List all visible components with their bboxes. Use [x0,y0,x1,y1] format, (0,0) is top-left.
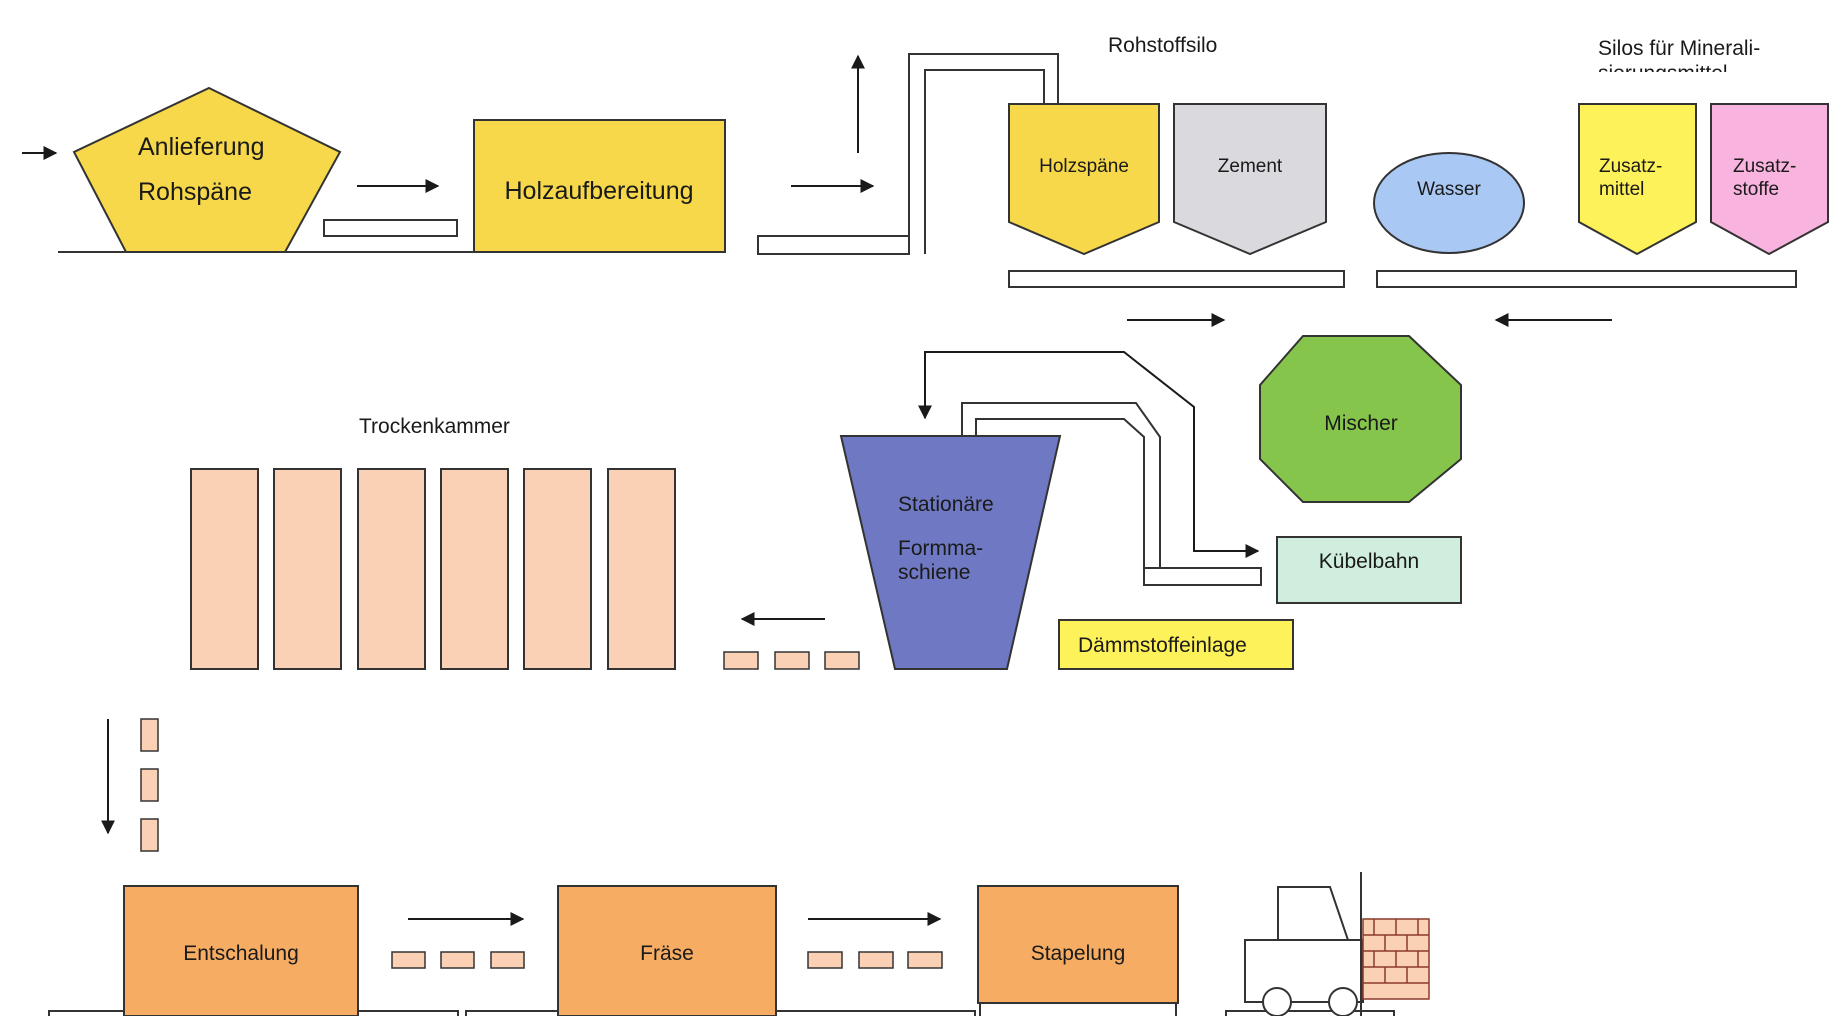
mould-label-line2: Formma- [898,537,983,560]
silo-wood-chips: Holzspäne [1008,103,1160,256]
silo-cement-label: Zement [1218,156,1283,177]
bottom-conveyor-3 [979,1002,1177,1016]
conveyor-1 [323,219,458,237]
blocks-to-stacking [807,951,943,969]
blocks-to-drying [723,651,860,670]
bucket-elevator [757,53,1059,255]
conveyor-silos-right [1376,270,1797,288]
delivery-label-line2: Rohspäne [138,178,252,206]
mould-node: Stationäre Formma- schiene [839,435,1062,670]
blocks-down [140,718,159,852]
bucket-track-node: Kübelbahn [1276,536,1462,604]
silo-cement: Zement [1173,103,1327,256]
mould-label-line3: schiene [898,561,970,584]
insulation-insert-label: Dämmstoffeinlage [1078,634,1247,657]
stacking-node: Stapelung [977,885,1179,1004]
stacked-blocks-icon [1362,918,1430,1000]
insulation-insert-node: Dämmstoffeinlage [1058,619,1294,670]
silo-additive2-line2: stoffe [1733,179,1779,200]
silo-additive-2: Zusatz- stoffe [1710,103,1829,256]
water-tank: Wasser [1373,152,1525,254]
mixer-label: Mischer [1324,412,1398,435]
milling-label: Fräse [640,942,694,965]
wood-prep-node: Holzaufbereitung [473,119,726,253]
conveyor-silos-left [1008,270,1345,288]
milling-node: Fräse [557,885,777,1016]
forklift-icon [1244,872,1364,1016]
silo-additive1-line1: Zusatz- [1599,156,1662,177]
mould-label-line1: Stationäre [898,493,994,516]
stacking-label: Stapelung [1031,942,1126,965]
drying-title: Trockenkammer [359,415,510,438]
title-crop-mask [1590,72,1830,102]
drying-chamber [190,468,676,670]
delivery-label-line1: Anlieferung [138,133,264,161]
silo-wood-label: Holzspäne [1039,156,1129,177]
bucket-track-rail [961,402,1262,586]
silo-additive1-line2: mittel [1599,179,1644,200]
demoulding-label: Entschalung [183,942,299,965]
delivery-node: Anlieferung Rohspäne [72,86,342,253]
bottom-conveyor-4 [1225,1010,1395,1016]
demoulding-node: Entschalung [123,885,359,1016]
silo-additive-1: Zusatz- mittel [1578,103,1697,256]
wood-prep-label: Holzaufbereitung [504,177,693,205]
water-label: Wasser [1417,179,1481,200]
mineral-silo-title-line1: Silos für Minerali- [1598,37,1760,60]
bucket-track-label: Kübelbahn [1319,550,1419,573]
silo-additive2-line1: Zusatz- [1733,156,1796,177]
raw-silo-title: Rohstoffsilo [1108,34,1217,57]
blocks-to-milling [391,951,525,969]
mixer-node: Mischer [1259,335,1462,503]
